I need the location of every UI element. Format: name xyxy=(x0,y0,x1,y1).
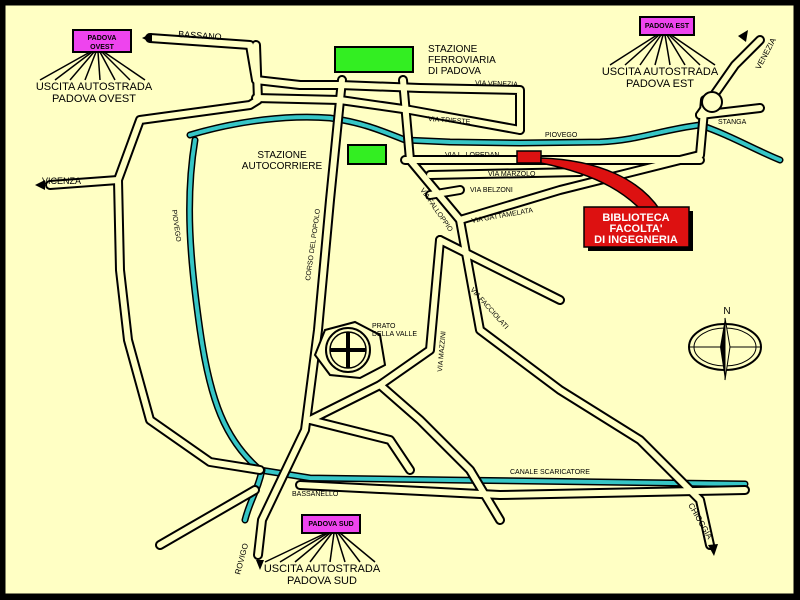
label-piovego-left: PIOVEGO xyxy=(170,209,182,242)
arrow-chioggia xyxy=(708,544,718,556)
label-via-trieste: VIA TRIESTE xyxy=(428,116,471,126)
prato-della-valle xyxy=(313,320,387,380)
stazione-ferroviaria-marker[interactable] xyxy=(334,46,414,73)
stanga-roundabout xyxy=(701,91,723,113)
label-via-marzolo: VIA MARZOLO xyxy=(488,171,536,178)
label-bassano: BASSANO xyxy=(178,29,222,42)
rivers xyxy=(186,113,784,524)
padova-sud-exit[interactable] xyxy=(264,514,376,563)
library-label-box[interactable] xyxy=(583,206,690,248)
arrow-rovigo xyxy=(256,560,264,570)
label-vicenza: VICENZA xyxy=(42,176,81,186)
label-via-mazzini: VIA MAZZINI xyxy=(437,331,448,372)
arrow-bassano xyxy=(142,33,152,43)
label-piovego-top: PIOVEGO xyxy=(545,132,578,139)
piovego-river xyxy=(186,113,784,164)
label-via-belzoni: VIA BELZONI xyxy=(470,187,513,194)
label-via-venezia: VIA VENEZIA xyxy=(475,80,518,89)
label-stanga: STANGA xyxy=(718,119,747,126)
arrow-vicenza xyxy=(35,180,45,190)
label-compass-n: N xyxy=(723,306,730,317)
label-bassanello: BASSANELLO xyxy=(292,491,339,498)
marker-padova-est-label: PADOVA EST xyxy=(645,23,690,30)
label-canale-scaricatore: CANALE SCARICATORE xyxy=(510,469,590,476)
marker-padova-sud-label: PADOVA SUD xyxy=(308,521,353,528)
library-location-marker[interactable] xyxy=(516,150,542,164)
padova-est-exit[interactable] xyxy=(609,16,716,66)
label-via-loredan: VIA L. LOREDAN xyxy=(445,152,499,159)
arrow-venezia xyxy=(738,30,748,42)
compass-icon xyxy=(688,317,762,381)
direction-arrows xyxy=(35,30,748,570)
stazione-autocorriere-marker[interactable] xyxy=(347,144,387,165)
padova-ovest-exit[interactable] xyxy=(39,29,146,81)
